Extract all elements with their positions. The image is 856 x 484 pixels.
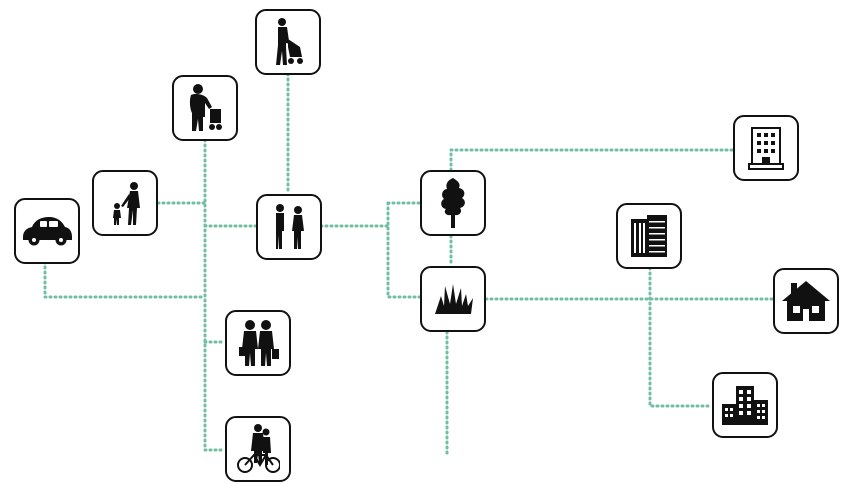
office-node[interactable] (733, 115, 799, 181)
shrub-node[interactable] (420, 266, 486, 332)
elderly-with-cart-icon (189, 84, 222, 131)
stroller-node[interactable] (255, 9, 321, 75)
shoppers-with-bags-icon (239, 320, 279, 366)
car-icon (23, 217, 72, 246)
apartment-block-icon (722, 386, 768, 425)
elderly-node[interactable] (172, 75, 238, 141)
tower-node[interactable] (616, 203, 682, 269)
car-node[interactable] (14, 198, 80, 264)
couple-node[interactable] (256, 194, 322, 260)
connector-right-spine (648, 266, 714, 408)
apartments-node[interactable] (712, 372, 778, 438)
tower-block-icon (631, 215, 667, 257)
office-building-icon (748, 127, 784, 170)
parent-with-child-icon (113, 182, 140, 225)
connector-car (43, 260, 207, 299)
connector-mid-spine (386, 201, 422, 299)
parent-child-node[interactable] (92, 170, 158, 236)
connector-main-spine (203, 138, 227, 452)
house-node[interactable] (773, 268, 839, 334)
tree-node[interactable] (420, 170, 486, 236)
person-with-stroller-icon (276, 18, 303, 65)
two-people-icon (276, 204, 304, 249)
shoppers-node[interactable] (225, 310, 291, 376)
house-icon (782, 281, 830, 321)
connector-office (449, 148, 735, 172)
cyclist-node[interactable] (225, 416, 291, 482)
tree-icon (441, 178, 465, 228)
person-with-bicycle-icon (237, 424, 280, 473)
grass-shrub-icon (435, 284, 473, 314)
